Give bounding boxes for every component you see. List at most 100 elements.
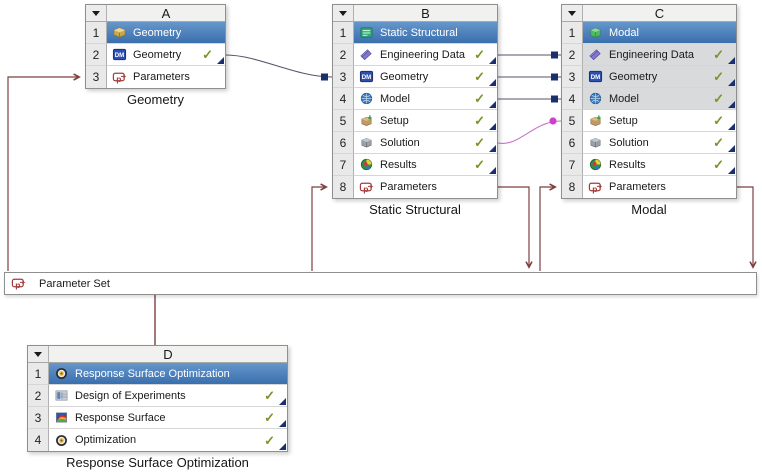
- cell-A1[interactable]: Geometry: [107, 22, 225, 44]
- system-menu-button[interactable]: [28, 346, 49, 362]
- row-number: 3: [562, 66, 583, 88]
- cell-label: Response Surface Optimization: [75, 367, 230, 380]
- link-B6-C5: [497, 120, 562, 144]
- row-number: 1: [86, 22, 107, 44]
- check-icon: ✓: [713, 135, 724, 150]
- cell-B6[interactable]: Solution✓: [354, 132, 497, 154]
- cell-C5[interactable]: Setup✓: [583, 110, 736, 132]
- response-surface-optimization-icon: [54, 366, 69, 381]
- svg-text:p: p: [363, 184, 368, 194]
- cell-C6[interactable]: Solution ✓: [583, 132, 736, 154]
- row-number: 5: [333, 110, 354, 132]
- system-caption[interactable]: Modal: [631, 202, 667, 217]
- row-A1[interactable]: 1 Geometry: [86, 22, 225, 44]
- cell-label: Geometry: [133, 26, 182, 39]
- cell-label: Solution: [609, 136, 649, 149]
- cell-D3[interactable]: Response Surface✓: [49, 407, 287, 429]
- cell-B4[interactable]: Model✓: [354, 88, 497, 110]
- cell-B1[interactable]: Static Structural: [354, 22, 497, 44]
- system-caption[interactable]: Geometry: [126, 92, 185, 107]
- check-icon: ✓: [713, 113, 724, 128]
- check-icon: ✓: [713, 69, 724, 84]
- row-number: 8: [333, 176, 354, 198]
- row-number: 6: [333, 132, 354, 154]
- solution-icon: [588, 135, 603, 150]
- check-icon: ✓: [713, 47, 724, 62]
- system-menu-button[interactable]: [333, 5, 354, 21]
- cell-B2[interactable]: Engineering Data✓: [354, 44, 497, 66]
- cell-D4[interactable]: Optimization✓: [49, 429, 287, 451]
- check-icon: ✓: [474, 69, 485, 84]
- svg-text:DM: DM: [115, 52, 124, 59]
- row-number: 4: [28, 429, 49, 451]
- system-caption[interactable]: Response Surface Optimization: [66, 455, 249, 470]
- cell-label: Parameters: [380, 181, 437, 193]
- system-letter: B: [421, 5, 430, 21]
- cell-label: Optimization: [75, 434, 137, 446]
- system-caption[interactable]: Static Structural: [369, 202, 461, 217]
- system-letter: D: [163, 346, 173, 362]
- refresh-corner-icon: [489, 101, 496, 108]
- system-letter: C: [654, 5, 665, 21]
- engineering-data-icon: [588, 47, 603, 62]
- geometry-block-icon: [112, 25, 127, 40]
- modal-icon: [588, 25, 603, 40]
- system-menu-button[interactable]: [562, 5, 583, 21]
- cell-C7[interactable]: Results✓: [583, 154, 736, 176]
- cell-C1[interactable]: Modal: [583, 22, 736, 44]
- system-menu-button[interactable]: [86, 5, 107, 21]
- cell-label: Model: [609, 92, 639, 105]
- cell-B8[interactable]: p Parameters: [354, 176, 497, 198]
- cell-label: Results: [380, 158, 417, 171]
- setup-icon: [359, 113, 374, 128]
- check-icon: ✓: [713, 157, 724, 172]
- cell-C2[interactable]: Engineering Data✓: [583, 44, 736, 66]
- design-modeler-icon: DM: [588, 69, 603, 84]
- cell-D1[interactable]: Response Surface Optimization: [49, 363, 287, 385]
- cell-C4[interactable]: Model✓: [583, 88, 736, 110]
- cell-label: Static Structural: [380, 26, 458, 39]
- check-icon: ✓: [474, 135, 485, 150]
- row-number: 3: [86, 66, 107, 88]
- parameter-set-bar[interactable]: p Parameter Set: [4, 272, 757, 295]
- dropdown-arrow-icon: [339, 10, 347, 16]
- share-square-node: [551, 95, 558, 103]
- cell-B5[interactable]: Setup✓: [354, 110, 497, 132]
- cell-D2[interactable]: Design of Experiments✓: [49, 385, 287, 407]
- cell-B7[interactable]: Results✓: [354, 154, 497, 176]
- dropdown-arrow-icon: [34, 351, 42, 357]
- link-parameterset-B8: [311, 187, 326, 271]
- results-icon: [588, 157, 603, 172]
